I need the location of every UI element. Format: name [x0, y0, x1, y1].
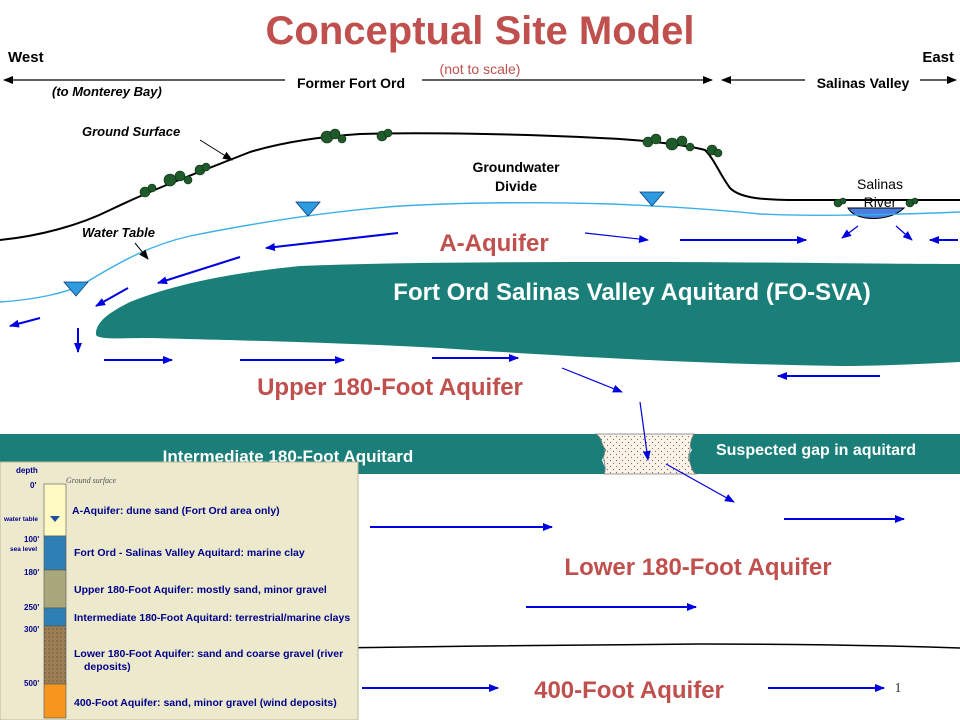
legend-upper-180: Upper 180-Foot Aquifer: mostly sand, min… — [74, 584, 327, 596]
flow-arrow — [584, 232, 649, 243]
water-table-marker-2 — [295, 201, 321, 217]
flow-arrow — [561, 367, 623, 393]
salinas-valley-label: Salinas Valley — [817, 75, 910, 91]
flow-arrow — [9, 317, 41, 328]
ground-surface-label: Ground Surface — [82, 124, 180, 139]
intermediate-aquitard-label: Intermediate 180-Foot Aquitard — [163, 447, 414, 466]
salinas-river-channel — [847, 207, 906, 219]
page-number: 1 — [895, 681, 902, 696]
water-table-marker-3 — [639, 191, 665, 207]
legend-intermediate: Intermediate 180-Foot Aquitard: terrestr… — [74, 612, 350, 624]
upper-180-label: Upper 180-Foot Aquifer — [257, 374, 523, 401]
flow-arrow — [639, 401, 651, 461]
legend-a-aquifer: A-Aquifer: dune sand (Fort Ord area only… — [72, 505, 280, 517]
legend-fo-sva: Fort Ord - Salinas Valley Aquitard: mari… — [74, 547, 305, 559]
page-title: Conceptual Site Model — [266, 9, 695, 53]
flow-arrow — [95, 287, 129, 307]
depth-0: 0' — [30, 481, 36, 490]
intermediate-aquitard-right — [688, 434, 960, 474]
legend-lower-180-line2: deposits) — [84, 661, 131, 673]
lower-boundary-line — [329, 643, 960, 649]
west-label: West — [8, 49, 44, 66]
flow-arrow — [665, 463, 735, 503]
depth-water-table: water table — [3, 516, 38, 523]
east-label: East — [922, 49, 954, 66]
fo-sva-label: Fort Ord Salinas Valley Aquitard (FO-SVA… — [393, 279, 870, 306]
groundwater-divide-label-2: Divide — [495, 178, 537, 194]
legend-lower-180-line1: Lower 180-Foot Aquifer: sand and coarse … — [74, 648, 343, 660]
water-table-line — [0, 201, 960, 303]
gap-label: Suspected gap in aquitard — [716, 442, 916, 459]
scale-note: (not to scale) — [440, 61, 521, 77]
flow-arrow — [265, 232, 399, 251]
depth-500: 500' — [24, 679, 39, 688]
ground-surface-line — [0, 132, 960, 241]
400-foot-label: 400-Foot Aquifer — [534, 677, 724, 704]
salinas-river-label-1: Salinas — [857, 176, 903, 192]
legend-400-foot: 400-Foot Aquifer: sand, minor gravel (wi… — [74, 697, 337, 709]
depth-180: 180' — [24, 568, 39, 577]
flow-arrow — [895, 225, 913, 241]
water-table-pointer — [134, 242, 149, 260]
water-table-marker-1 — [63, 281, 89, 297]
a-aquifer-label: A-Aquifer — [439, 230, 548, 257]
stratigraphy-legend: depth Ground surface 0' water table 100'… — [0, 461, 359, 720]
depth-100: 100' — [24, 535, 39, 544]
legend-ground-surface: Ground surface — [66, 476, 117, 485]
monterey-bay-label: (to Monterey Bay) — [52, 84, 162, 99]
lower-180-label: Lower 180-Foot Aquifer — [564, 554, 831, 581]
aquitard-gap — [594, 433, 698, 475]
vegetation — [139, 128, 919, 208]
fort-ord-label: Former Fort Ord — [297, 75, 405, 91]
depth-sea-level: sea level — [10, 546, 37, 553]
depth-250: 250' — [24, 603, 39, 612]
salinas-river-label-2: River — [864, 194, 897, 210]
flow-arrow — [841, 225, 859, 239]
flow-arrow — [157, 256, 241, 285]
flow-arrows — [9, 225, 958, 692]
depth-300: 300' — [24, 625, 39, 634]
legend-depth-header: depth — [16, 466, 38, 475]
ground-surface-pointer — [199, 139, 233, 161]
groundwater-divide-label-1: Groundwater — [472, 159, 560, 175]
fo-sva-aquitard — [95, 262, 960, 366]
water-table-label: Water Table — [82, 225, 155, 240]
